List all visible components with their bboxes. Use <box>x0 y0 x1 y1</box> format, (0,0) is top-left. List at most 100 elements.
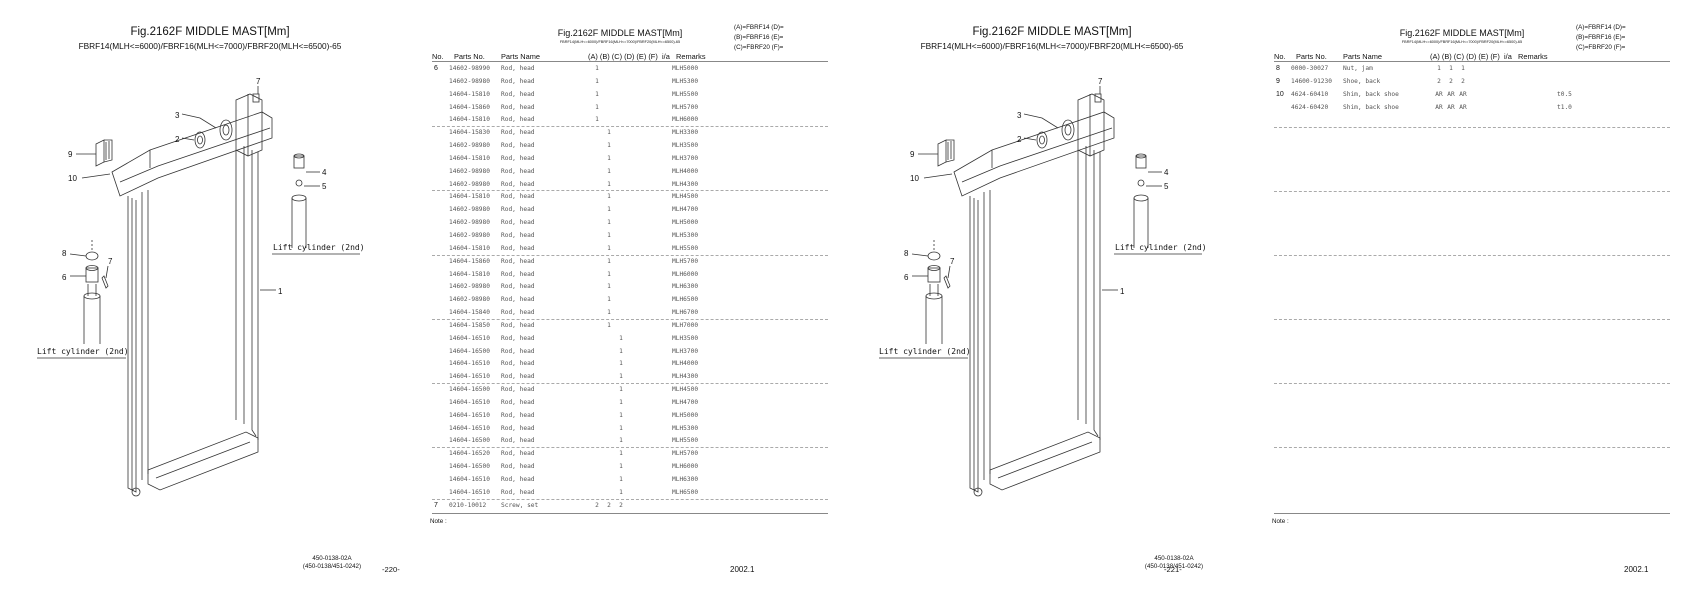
part-name: Rod, head <box>501 283 535 291</box>
qty-model-b: 2 <box>607 501 611 509</box>
row-separator <box>432 126 828 128</box>
part-number: 14602-98980 <box>449 77 490 85</box>
item-number: 10 <box>1276 90 1284 98</box>
figure-subtitle: FBRF14(MLH<=6000)/FBRF16(MLH<=7000)/FBRF… <box>920 41 1184 51</box>
column-header-models: (A) (B) (C) (D) (E) (F) <box>1430 52 1500 61</box>
part-name: Rod, head <box>501 488 535 496</box>
part-number: 14604-15810 <box>449 270 490 278</box>
part-number: 14604-16500 <box>449 437 490 445</box>
qty-model-c: 1 <box>619 373 623 381</box>
part-number: 14604-16510 <box>449 488 490 496</box>
figure-title: Fig.2162F MIDDLE MAST[Mm] <box>130 26 290 38</box>
remarks: MLH5300 <box>672 77 699 85</box>
remarks: MLH5300 <box>672 231 699 239</box>
qty-model-b: 2 <box>1449 77 1453 85</box>
diagram-panel-left: Fig.2162F MIDDLE MAST[Mm] FBRF14(MLH<=60… <box>0 0 420 595</box>
item-number: 6 <box>434 65 438 72</box>
row-separator <box>432 254 828 256</box>
qty-model-b: 1 <box>607 321 611 329</box>
callout-6: 6 <box>62 273 67 282</box>
qty-model-c: 1 <box>619 411 623 419</box>
remarks-value: t1.0 <box>1557 103 1572 111</box>
column-header-ia: i/a <box>1504 52 1512 61</box>
figure-subtitle: FBRF14(MLH<=6000)/FBRF16(MLH<=7000)/FBRF… <box>78 41 342 51</box>
qty-model-c: 1 <box>619 334 623 342</box>
part-number: 14602-98980 <box>449 296 490 304</box>
qty-model-b: 1 <box>607 129 611 137</box>
row-separator <box>1274 127 1670 128</box>
part-name: Shim, back shoe <box>1343 103 1399 111</box>
part-name: Rod, head <box>501 180 535 188</box>
qty-model-a: 1 <box>595 77 599 85</box>
remarks: MLH5000 <box>672 65 699 72</box>
row-separator <box>432 318 828 320</box>
remarks: MLH4500 <box>672 386 699 394</box>
parts-list-subtitle: FBRF14(MLH<=6000)/FBRF16(MLH<=7000)/FBRF… <box>559 40 681 44</box>
part-number: 14604-16510 <box>449 360 490 368</box>
note-label: Note : <box>1272 518 1289 525</box>
qty-model-b: 1 <box>607 219 611 227</box>
remarks: MLH5500 <box>672 90 699 98</box>
callout-9: 9 <box>910 150 915 159</box>
callout-1: 1 <box>1120 287 1125 296</box>
remarks: MLH3700 <box>672 154 699 162</box>
qty-model-c: 1 <box>619 398 623 406</box>
remarks: MLH6500 <box>672 296 699 304</box>
part-number: 4624-60420 <box>1291 103 1329 111</box>
figure-title: Fig.2162F MIDDLE MAST[Mm] <box>972 26 1132 38</box>
issue-date: 2002.1 <box>730 565 755 574</box>
document-code: 450-0138-02A (450-0138/451-0242) <box>302 555 362 570</box>
qty-model-c: 1 <box>619 360 623 368</box>
remarks: MLH5500 <box>672 437 699 445</box>
remarks: MLH4300 <box>672 180 699 188</box>
part-number: 14602-98980 <box>449 283 490 291</box>
qty-model-c: 1 <box>619 347 623 355</box>
callout-1: 1 <box>278 287 283 296</box>
remarks: MLH5500 <box>672 244 699 252</box>
qty-model-b: 1 <box>607 309 611 317</box>
part-number: 14604-16510 <box>449 424 490 432</box>
row-separator <box>432 190 828 192</box>
part-number: 14604-16500 <box>449 463 490 471</box>
part-number: 14604-16510 <box>449 398 490 406</box>
callout-2: 2 <box>175 135 180 144</box>
remarks: MLH4000 <box>672 167 699 175</box>
callout-10: 10 <box>910 174 919 183</box>
column-header-parts-name: Parts Name <box>1343 52 1383 61</box>
part-name: Rod, head <box>501 257 535 265</box>
part-name: Rod, head <box>501 463 535 471</box>
qty-model-c: 1 <box>619 437 623 445</box>
part-name: Rod, head <box>501 167 535 175</box>
callout-4: 4 <box>1164 168 1169 177</box>
remarks: MLH6000 <box>672 116 699 124</box>
row-separator <box>432 383 828 385</box>
qty-model-c: 2 <box>1461 77 1465 85</box>
part-name: Shim, back shoe <box>1343 90 1399 98</box>
part-number: 4624-60410 <box>1291 90 1329 98</box>
header-rule <box>1274 61 1670 62</box>
part-name: Rod, head <box>501 103 535 111</box>
part-number: 14602-98980 <box>449 231 490 239</box>
qty-model-b: 1 <box>607 206 611 214</box>
callout-7: 7 <box>256 77 261 86</box>
remarks: MLH7000 <box>672 321 699 329</box>
part-number: 14604-16500 <box>449 386 490 394</box>
qty-model-b: 1 <box>607 167 611 175</box>
remarks: MLH3300 <box>672 129 699 137</box>
